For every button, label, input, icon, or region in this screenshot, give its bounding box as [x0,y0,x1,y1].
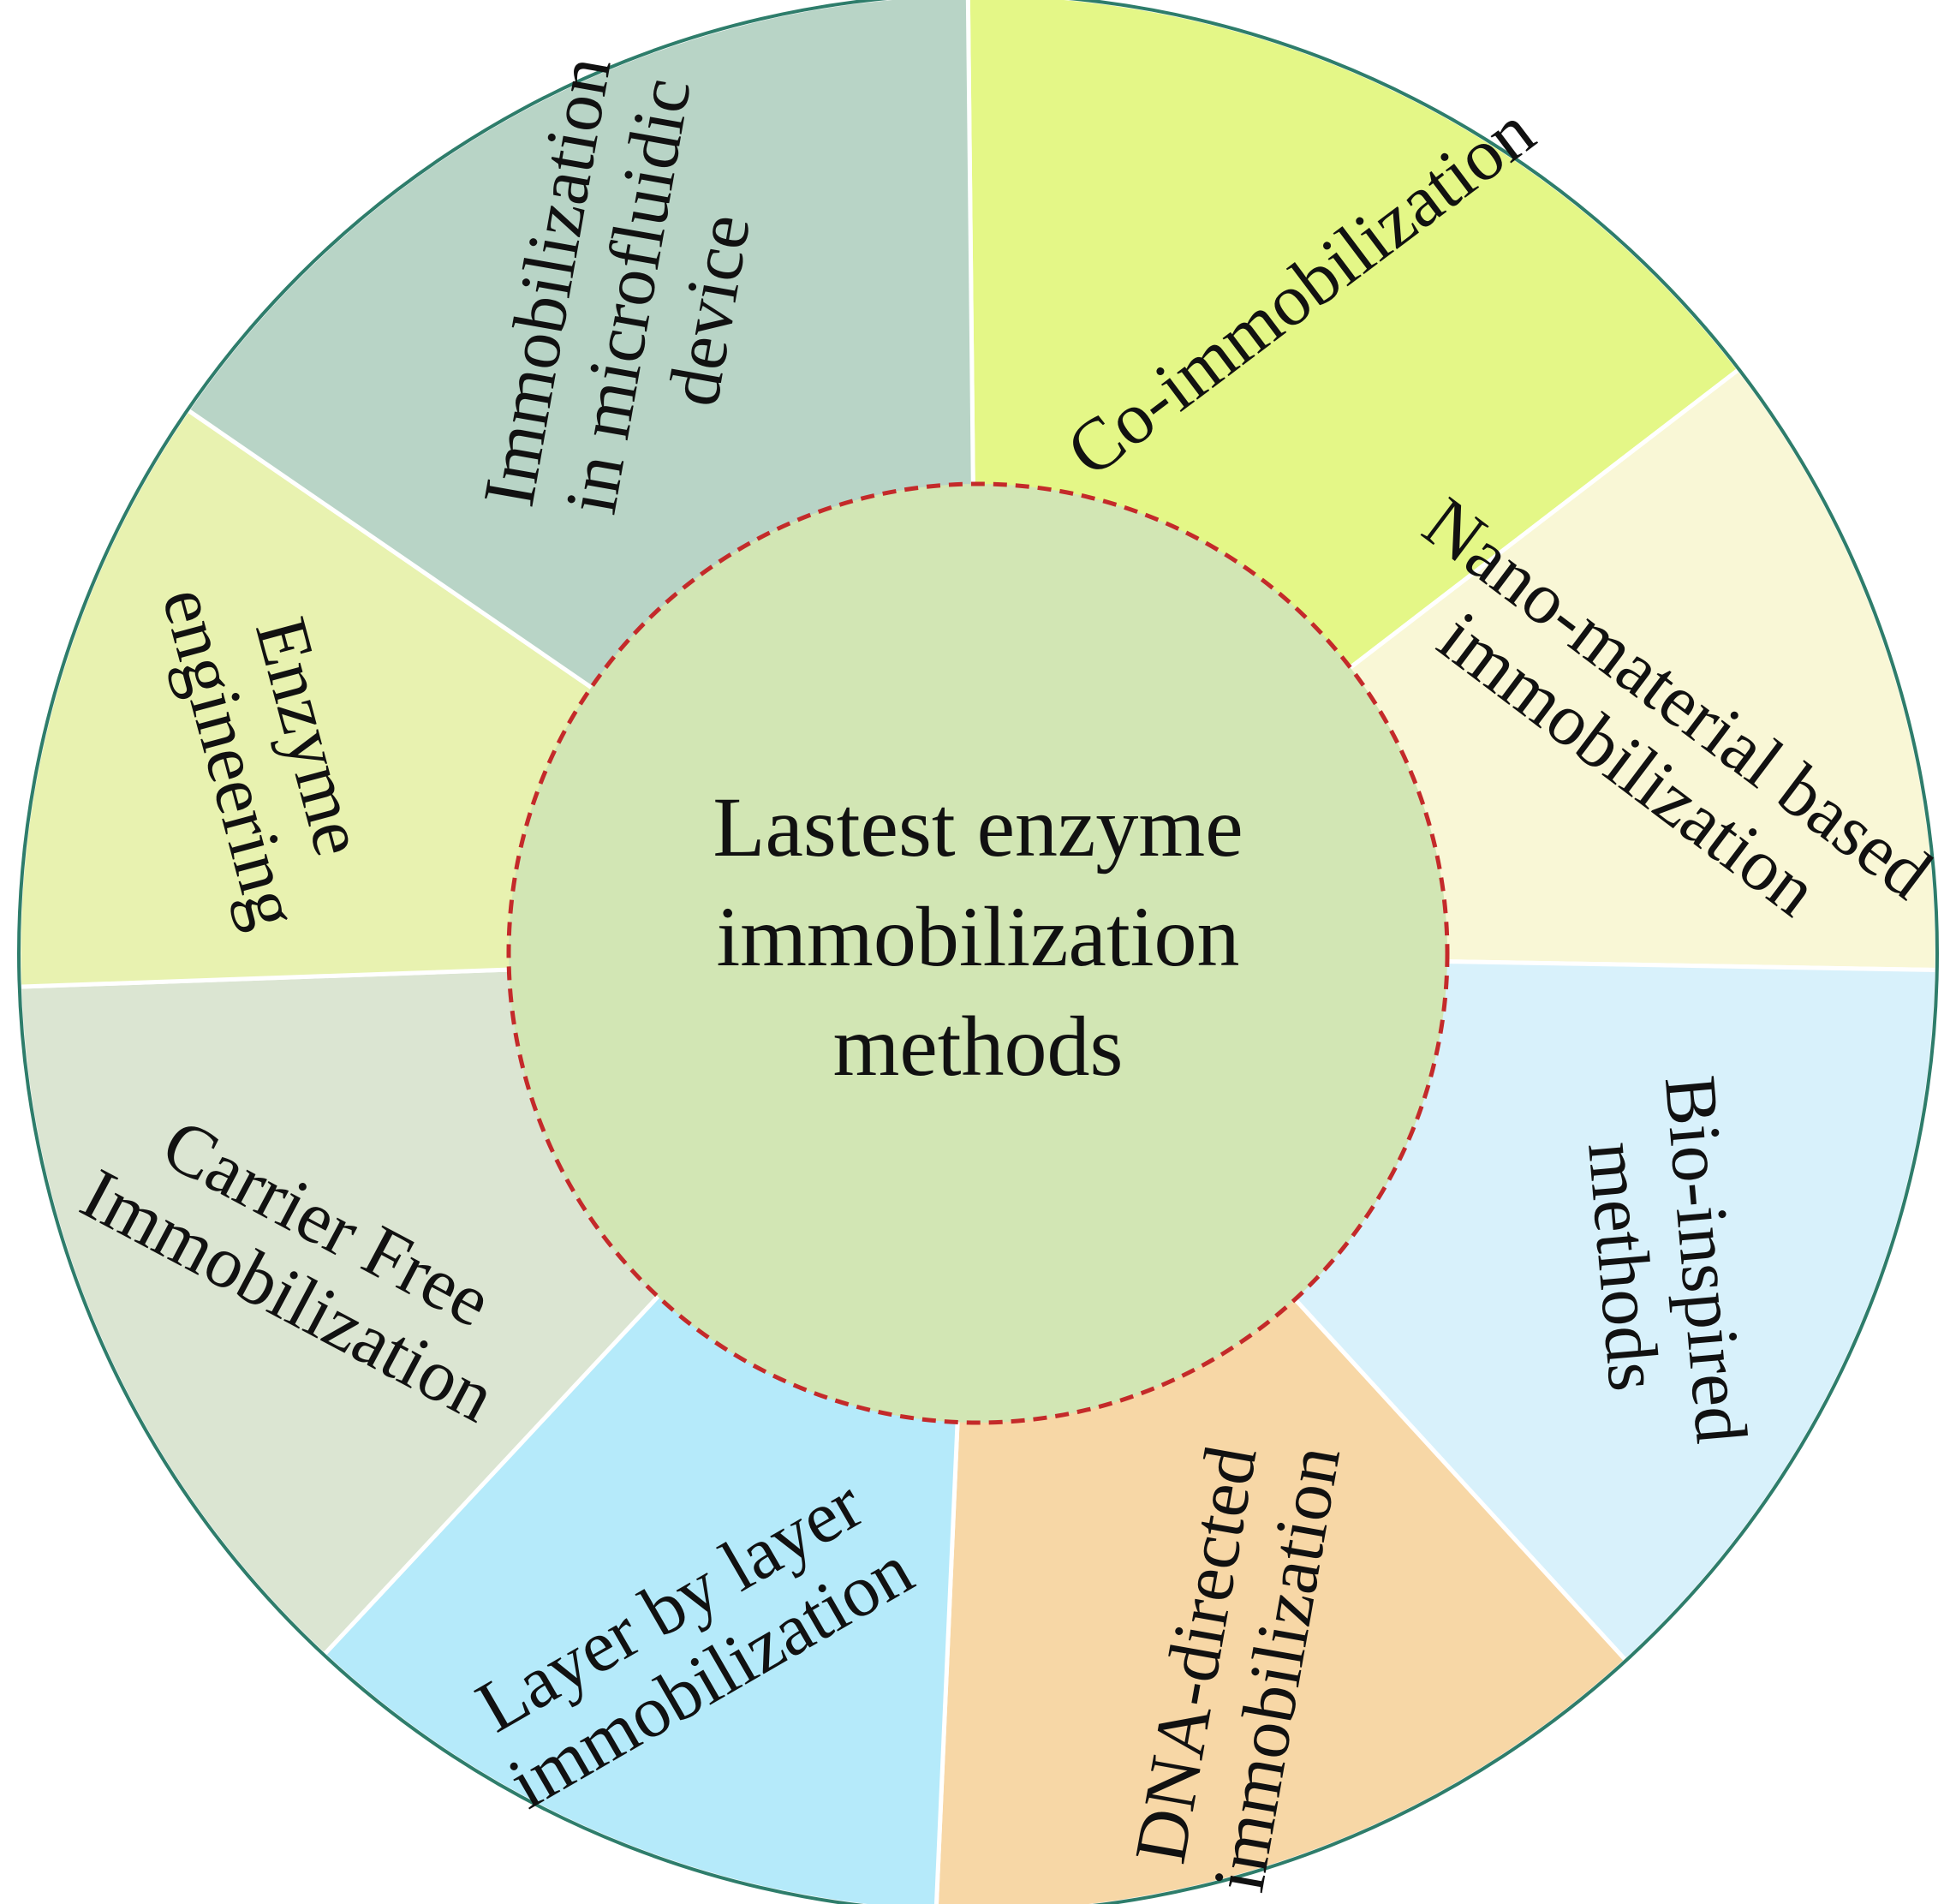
label-bio-inspired: Bio-inspiredmethods [1567,1072,1763,1453]
center-title-line: methods [833,999,1124,1094]
center-title: Lastest enzyme immobilization methods [713,779,1243,1094]
outer-border-layer [17,0,1939,1904]
center-layer: Lastest enzyme immobilization methods [506,481,1450,1425]
center-title-line: Lastest enzyme [713,779,1243,874]
outer-ring [17,0,1939,1904]
center-circle [506,481,1450,1425]
center-title-line: immobilization [716,889,1239,984]
